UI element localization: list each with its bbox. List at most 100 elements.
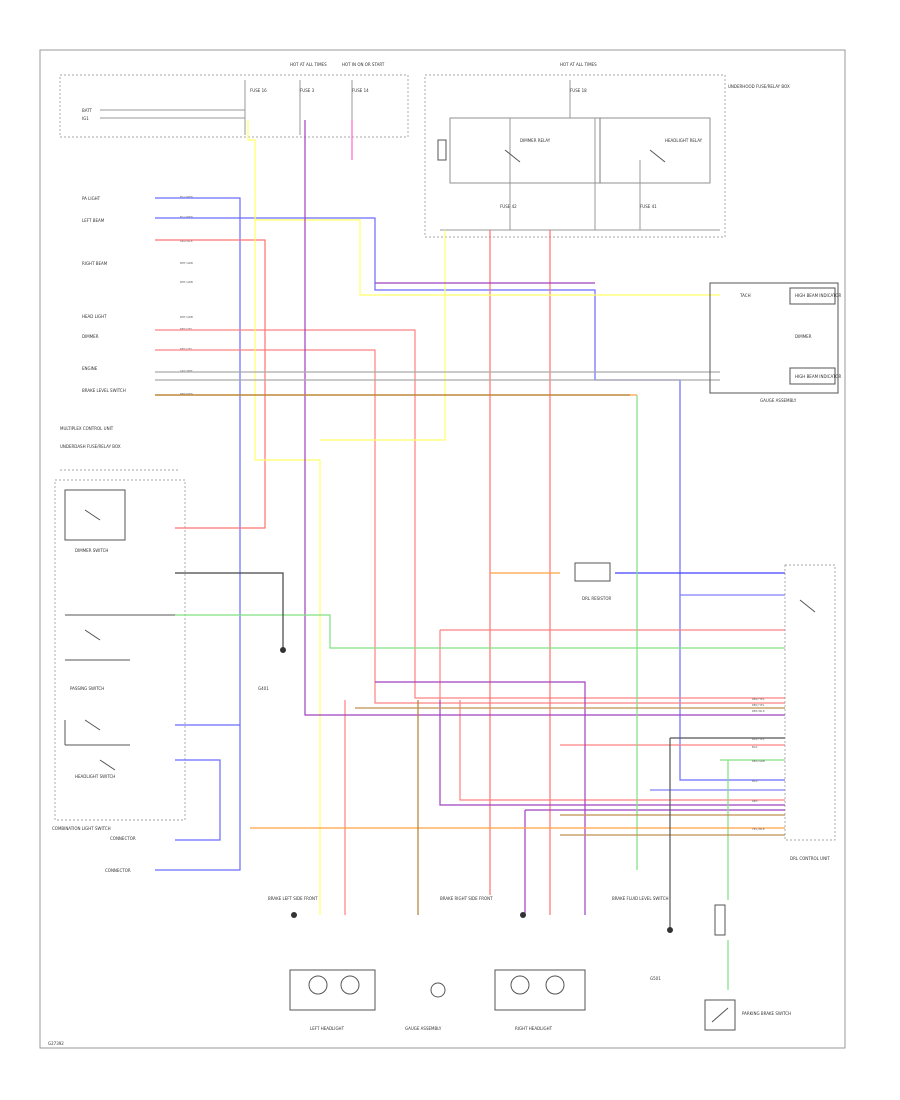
ecu-pin-label: ENGINE (82, 366, 98, 371)
drl-control-unit-box (784, 564, 836, 841)
wire-red (155, 329, 785, 699)
wire-color-label: RED/YEL (180, 327, 193, 331)
ecu-pin-label: RIGHT BEAM (82, 261, 108, 266)
fuse-label-3: FUSE 14 (352, 88, 369, 93)
wire-red (155, 349, 785, 704)
gauge-assembly-box (709, 282, 839, 394)
drl-pin-label: BLK (752, 745, 758, 749)
ecu-left-pins: BATT IG1 PA LIGHT LEFT BEAM RIGHT BEAM H… (82, 108, 126, 393)
relay-label-2: HEADLIGHT RELAY (665, 138, 703, 143)
ecu-pin-label: DIMMER (82, 334, 99, 339)
drl-switch-symbol (799, 599, 816, 613)
wire-green (175, 614, 785, 649)
fuse-box-label-1: HOT AT ALL TIMES (290, 62, 327, 67)
ground-symbols (280, 647, 673, 933)
drl-relay-box (574, 562, 611, 582)
drl-pin-label: RED/GRN (752, 759, 765, 763)
bottom-label-left-headlight: LEFT HEADLIGHT (310, 1026, 345, 1031)
ground-dot (280, 647, 286, 653)
connector-label-2: CONNECTOR (105, 868, 131, 873)
wire-blue (155, 217, 785, 781)
ecu-pin-label: HEAD LIGHT (82, 314, 107, 319)
ecu-title: MULTIPLEX CONTROL UNIT (60, 426, 114, 431)
wire-color-label: GRY/WHT (180, 369, 193, 373)
wire-color-label: WHT/GRN (180, 315, 193, 319)
gauge-item-tach: TACH (739, 293, 751, 298)
wire-color-label: BLU/RED (180, 215, 193, 219)
drl-control-unit-title: DRL CONTROL UNIT (790, 856, 830, 861)
ground-dot (667, 927, 673, 933)
wire-color-label: WHT/GRN (180, 280, 193, 284)
gauge-item-dimmer: DIMMER (795, 334, 812, 339)
wire-color-label: RED/YEL (180, 347, 193, 351)
ecu-pin-label: BATT (82, 108, 93, 113)
ground-dot (291, 912, 297, 918)
ground-dot (520, 912, 526, 918)
relay-label-1: DIMMER RELAY (520, 138, 551, 143)
wire-blue (155, 197, 241, 871)
drl-pin-label: BLK/YEL (752, 737, 765, 741)
bottom-label-gauge-assembly: GAUGE ASSEMBLY (405, 1026, 442, 1031)
wire-color-label: BRN/RED (180, 392, 193, 396)
relay-switch-symbols (437, 139, 666, 163)
relay-box-2 (599, 117, 711, 184)
wire-red (155, 239, 266, 529)
gauge-item-indicator: HIGH BEAM INDICATOR (795, 293, 842, 298)
drl-pin-label: RED/YEL (752, 697, 765, 701)
bottom-connector-label-3: BRAKE FLUID LEVEL SWITCH (612, 896, 669, 901)
gauge-item-indicator-2: HIGH BEAM INDICATOR (795, 374, 842, 379)
drl-pin-label: RED/YEL (752, 703, 765, 707)
fuse-box-label-2: HOT IN ON OR START (342, 62, 385, 67)
figure-code: G27392 (48, 1041, 64, 1046)
diagram-frame (39, 49, 846, 1049)
switch-label-combination: COMBINATION LIGHT SWITCH (52, 826, 111, 831)
switch-label-passing: PASSING SWITCH (70, 686, 104, 691)
fuse-label-2: FUSE 3 (300, 88, 315, 93)
drl-pin-label: RED/BLK (752, 709, 765, 713)
drl-pin-label: RED (752, 799, 758, 803)
wire-black (175, 572, 284, 648)
ecu-subtitle: UNDERDASH FUSE/RELAY BOX (60, 444, 121, 449)
fuse-box-right-dashed (424, 74, 726, 238)
bottom-connector-label-2: BRAKE RIGHT SIDE FRONT (440, 896, 493, 901)
switch-label-dimmer: DIMMER SWITCH (75, 548, 108, 553)
bottom-connector-label-1: BRAKE LEFT SIDE FRONT (268, 896, 318, 901)
ecu-wire-colors: BLU/RED BLU/RED RED/BLK WHT/GRN WHT/GRN … (180, 195, 193, 396)
wires (155, 120, 785, 990)
switch-label-headlight: HEADLIGHT SWITCH (75, 774, 115, 779)
wire-color-label: BLU/RED (180, 195, 193, 199)
ecu-pin-label: IG1 (82, 116, 89, 121)
fuse-label-5: FUSE 42 (500, 204, 517, 209)
gauge-assembly-title: GAUGE ASSEMBLY (760, 398, 797, 403)
fuse-label-1: FUSE 16 (250, 88, 267, 93)
headlight-bulbs (289, 904, 736, 1031)
ecu-pin-label: PA LIGHT (82, 196, 101, 201)
relay-box-title: UNDERHOOD FUSE/RELAY BOX (728, 84, 790, 89)
dimmer-switch-box (64, 489, 126, 541)
drl-pin-label: YEL/BLK (752, 827, 765, 831)
wire-red (459, 700, 785, 801)
ecu-pin-label: LEFT BEAM (82, 218, 105, 223)
gauge-indicator-box (789, 367, 836, 385)
wire-purple (304, 120, 785, 716)
connector-g501: G501 (650, 976, 661, 981)
bottom-label-right-headlight: RIGHT HEADLIGHT (515, 1026, 553, 1031)
bottom-label-parking-brake: PARKING BRAKE SWITCH (742, 1011, 791, 1016)
connector-g401: G401 (258, 686, 269, 691)
fuse-label-6: FUSE 41 (640, 204, 657, 209)
fuse-box-label-3: HOT AT ALL TIMES (560, 62, 597, 67)
connector-label-1: CONNECTOR (110, 836, 136, 841)
wire-purple (375, 681, 586, 915)
fuse-label-4: FUSE 18 (570, 88, 587, 93)
ecu-pin-label: BRAKE LEVEL SWITCH (82, 388, 126, 393)
wire-yellow (320, 230, 446, 441)
combination-switch-dashed (54, 479, 186, 821)
switch-symbols (64, 509, 185, 771)
wire-yellow (254, 220, 321, 915)
drl-pin-labels: RED/YEL RED/YEL RED/BLK BLK/YEL BLK RED/… (752, 697, 765, 831)
wire-color-label: RED/BLK (180, 239, 193, 243)
drl-relay-label: DRL RESISTOR (582, 596, 612, 601)
wire-blue (175, 759, 221, 841)
gauge-indicator-box (789, 287, 836, 305)
